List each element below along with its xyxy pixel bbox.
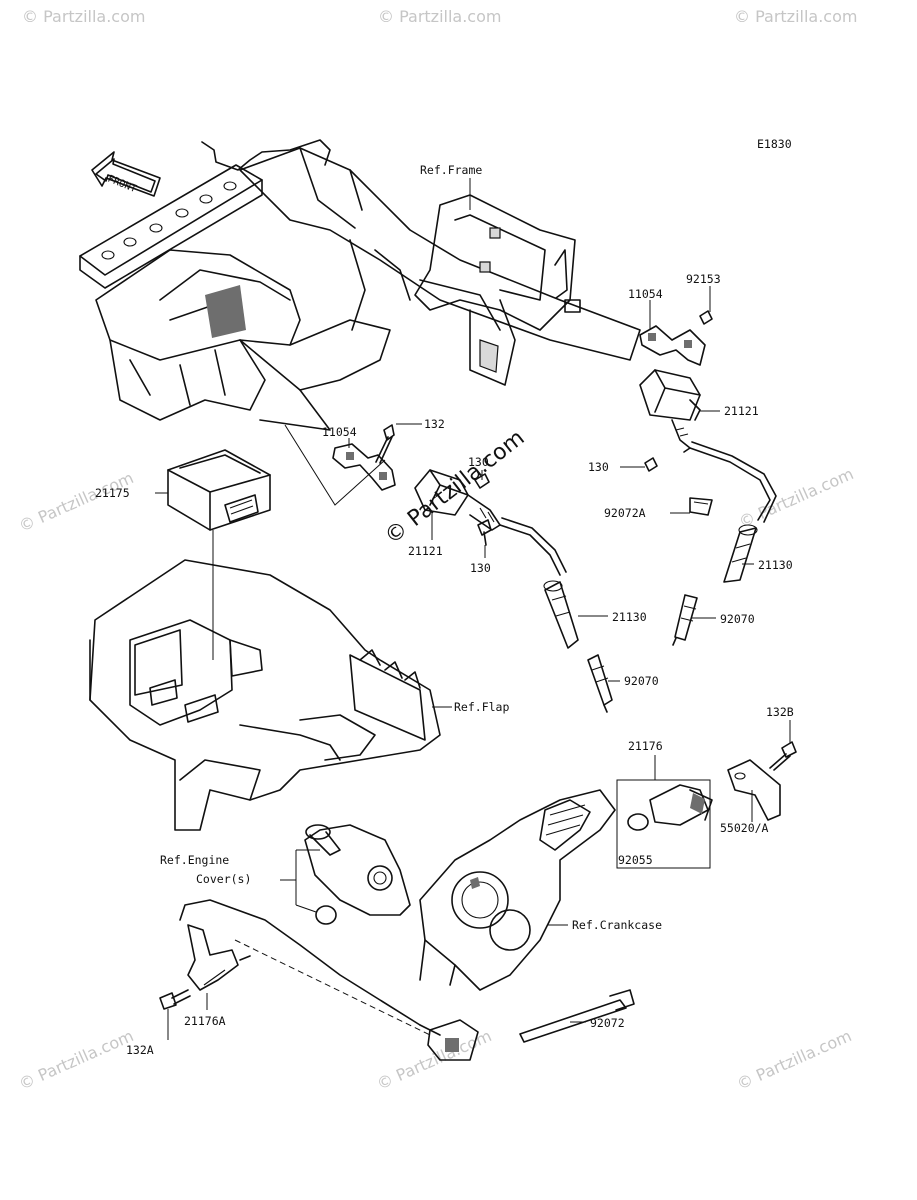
bolt-92153	[699, 310, 713, 325]
dashed-alignment-line	[234, 939, 431, 1036]
watermark-mid-left: © Partzilla.com	[16, 468, 137, 536]
bracket-right	[639, 325, 706, 366]
label-21130-left[interactable]: 21130	[612, 610, 647, 624]
label-132B[interactable]: 132B	[766, 705, 794, 719]
igniter-box	[167, 449, 271, 531]
label-21121-right[interactable]: 21121	[724, 404, 759, 418]
diagram-code: E1830	[757, 137, 792, 151]
label-21130-right[interactable]: 21130	[758, 558, 793, 572]
ref-engine-cover-label-2: Cover(s)	[196, 872, 251, 886]
label-21121-left[interactable]: 21121	[408, 544, 443, 558]
label-92055[interactable]: 92055	[618, 853, 653, 867]
frame-bracket	[414, 178, 576, 331]
engine-cover-leader	[280, 849, 320, 913]
label-132[interactable]: 132	[424, 417, 445, 431]
watermark-bottom-right: © Partzilla.com	[734, 1026, 855, 1094]
screw-130-bottom	[477, 519, 492, 546]
group-box-21176	[616, 779, 711, 869]
label-130-bottom[interactable]: 130	[470, 561, 491, 575]
frame-structure	[79, 139, 641, 431]
partzilla-brand: © Partzilla.com	[380, 426, 529, 550]
frame-holes	[101, 181, 237, 260]
label-21175[interactable]: 21175	[95, 486, 130, 500]
watermark-top-right: © Partzilla.com	[734, 7, 857, 26]
label-92072[interactable]: 92072	[590, 1016, 625, 1030]
label-92070-left[interactable]: 92070	[624, 674, 659, 688]
label-21176A[interactable]: 21176A	[184, 1014, 226, 1028]
spark-plug-right	[672, 594, 698, 646]
watermark-top-center: © Partzilla.com	[378, 7, 501, 26]
label-21176[interactable]: 21176	[628, 739, 663, 753]
label-92070-right[interactable]: 92070	[720, 612, 755, 626]
crankcase	[419, 789, 616, 991]
watermark-bottom-left: © Partzilla.com	[16, 1026, 137, 1094]
bolt-132A	[159, 989, 191, 1010]
label-130-right[interactable]: 130	[588, 460, 609, 474]
screw-130-right	[644, 457, 658, 472]
watermark-top-left: © Partzilla.com	[22, 7, 145, 26]
label-92072A[interactable]: 92072A	[604, 506, 646, 520]
ref-engine-cover-label-1: Ref.Engine	[160, 853, 229, 867]
speed-sensor-21176A	[179, 899, 479, 1061]
plate-55020A	[727, 759, 781, 821]
label-55020A[interactable]: 55020/A	[720, 821, 769, 835]
label-132A[interactable]: 132A	[126, 1043, 154, 1057]
label-11054-left[interactable]: 11054	[322, 425, 357, 439]
bolt-132	[375, 424, 395, 464]
front-arrow-label: FRONT	[106, 174, 138, 195]
ignition-coil-right	[639, 369, 777, 523]
ref-crankcase-label: Ref.Crankcase	[572, 918, 662, 932]
ref-flap-label: Ref.Flap	[454, 700, 509, 714]
ref-frame-label: Ref.Frame	[420, 163, 482, 177]
bracket-left	[332, 443, 396, 491]
bolt-132B	[769, 741, 797, 771]
partzilla-brand-text: © Partzilla.com	[380, 426, 529, 550]
flap-tray	[89, 559, 441, 831]
label-11054-right[interactable]: 11054	[628, 287, 663, 301]
plug-cap-left	[543, 580, 579, 649]
band-92072A	[689, 497, 713, 516]
crank-sensor-21176	[627, 784, 713, 831]
spark-plug-left	[587, 654, 613, 713]
plug-cap-right	[723, 524, 758, 583]
watermark-mid-right: © Partzilla.com	[736, 464, 857, 532]
cable-tie-92072	[519, 989, 635, 1043]
engine-cover	[304, 824, 411, 925]
front-arrow-icon: FRONT	[91, 151, 161, 197]
label-130-top[interactable]: 130	[468, 455, 489, 469]
ignition-coil-left	[414, 469, 567, 576]
label-92153[interactable]: 92153	[686, 272, 721, 286]
